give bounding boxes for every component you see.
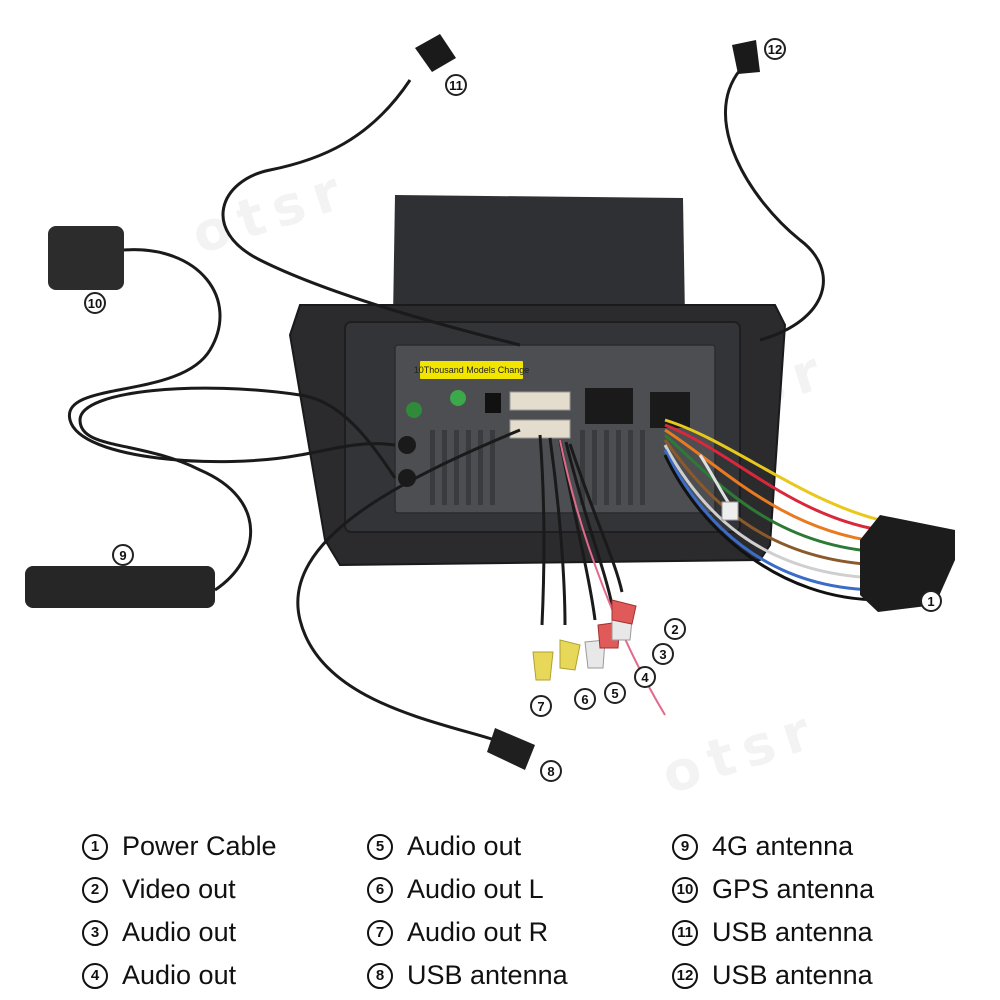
callout-9: 9 bbox=[112, 544, 134, 566]
power-connector bbox=[860, 515, 955, 612]
legend-item: 7 Audio out R bbox=[367, 911, 568, 954]
power-cable-harness bbox=[663, 418, 881, 602]
legend-number: 9 bbox=[672, 833, 698, 860]
legend-item: 1 Power Cable bbox=[82, 825, 277, 868]
legend-label: Video out bbox=[122, 874, 236, 904]
legend-label: Audio out L bbox=[407, 874, 544, 904]
white-connector bbox=[509, 391, 571, 411]
legend-number: 3 bbox=[82, 919, 108, 946]
antenna-jack bbox=[398, 436, 416, 454]
callout-3: 3 bbox=[652, 643, 674, 665]
callout-5: 5 bbox=[604, 682, 626, 704]
callout-2: 2 bbox=[664, 618, 686, 640]
legend-number: 4 bbox=[82, 962, 108, 989]
black-connector bbox=[585, 388, 633, 424]
legend-item: 3 Audio out bbox=[82, 911, 277, 954]
wiring-diagram: otsr otsr otsr bbox=[25, 34, 955, 806]
callout-7: 7 bbox=[530, 695, 552, 717]
4g-antenna-module bbox=[25, 566, 215, 608]
legend-item: 12 USB antenna bbox=[672, 954, 874, 997]
legend-column-2: 5 Audio out 6 Audio out L 7 Audio out R 8 US… bbox=[367, 825, 568, 997]
callout-8: 8 bbox=[540, 760, 562, 782]
legend-number: 2 bbox=[82, 876, 108, 903]
legend-item: 4 Audio out bbox=[82, 954, 277, 997]
diagram-svg bbox=[25, 34, 955, 770]
legend-number: 12 bbox=[672, 962, 698, 989]
legend-label: Audio out bbox=[407, 831, 522, 861]
rca-plug-yellow bbox=[532, 651, 554, 681]
legend-item: 10 GPS antenna bbox=[672, 868, 874, 911]
legend-item: 6 Audio out L bbox=[367, 868, 568, 911]
screen-back-panel bbox=[393, 195, 685, 318]
legend-item: 2 Video out bbox=[82, 868, 277, 911]
unit-label: 10Thousand Models Change bbox=[414, 361, 529, 379]
callout-4: 4 bbox=[634, 666, 656, 688]
small-white-plug bbox=[721, 501, 739, 521]
legend-label: GPS antenna bbox=[712, 874, 875, 904]
legend-label: Power Cable bbox=[122, 831, 277, 861]
legend-number: 5 bbox=[367, 833, 393, 860]
4g-cable bbox=[78, 386, 397, 592]
legend-label: Audio out bbox=[122, 917, 237, 947]
usb-plug-11 bbox=[415, 34, 456, 72]
callout-6: 6 bbox=[574, 688, 596, 710]
black-connector bbox=[485, 393, 501, 413]
legend-number: 8 bbox=[367, 962, 393, 989]
legend-number: 7 bbox=[367, 919, 393, 946]
legend-item: 9 4G antenna bbox=[672, 825, 874, 868]
gps-antenna-module bbox=[48, 226, 124, 290]
rca-plug-yellow bbox=[559, 639, 581, 671]
legend-item: 8 USB antenna bbox=[367, 954, 568, 997]
legend-number: 1 bbox=[82, 833, 108, 860]
gps-cable bbox=[68, 248, 396, 464]
legend-item: 11 USB antenna bbox=[672, 911, 874, 954]
rca-plugs bbox=[532, 599, 637, 681]
antenna-jack bbox=[398, 469, 416, 487]
legend-label: USB antenna bbox=[712, 917, 873, 947]
usb-cable-8 bbox=[296, 428, 521, 742]
legend-number: 11 bbox=[672, 919, 698, 946]
legend-label: USB antenna bbox=[407, 960, 568, 990]
green-port bbox=[450, 390, 466, 406]
callout-10: 10 bbox=[84, 292, 106, 314]
usb-plug-12 bbox=[732, 40, 760, 74]
heat-sink bbox=[430, 430, 645, 505]
rca-plug-red bbox=[611, 599, 637, 625]
legend-item: 5 Audio out bbox=[367, 825, 568, 868]
callout-1: 1 bbox=[920, 590, 942, 612]
usb-cable-11 bbox=[221, 79, 521, 347]
callout-12: 12 bbox=[764, 38, 786, 60]
green-port bbox=[406, 402, 422, 418]
usb-plug-8 bbox=[487, 728, 535, 770]
legend-label: USB antenna bbox=[712, 960, 873, 990]
legend-label: 4G antenna bbox=[712, 831, 854, 861]
callout-11: 11 bbox=[445, 74, 467, 96]
small-white-lead bbox=[698, 454, 732, 506]
legend-label: Audio out R bbox=[407, 917, 549, 947]
legend-number: 6 bbox=[367, 876, 393, 903]
usb-cable-12 bbox=[723, 69, 825, 342]
legend-label: Audio out bbox=[122, 960, 237, 990]
legend-number: 10 bbox=[672, 876, 698, 903]
